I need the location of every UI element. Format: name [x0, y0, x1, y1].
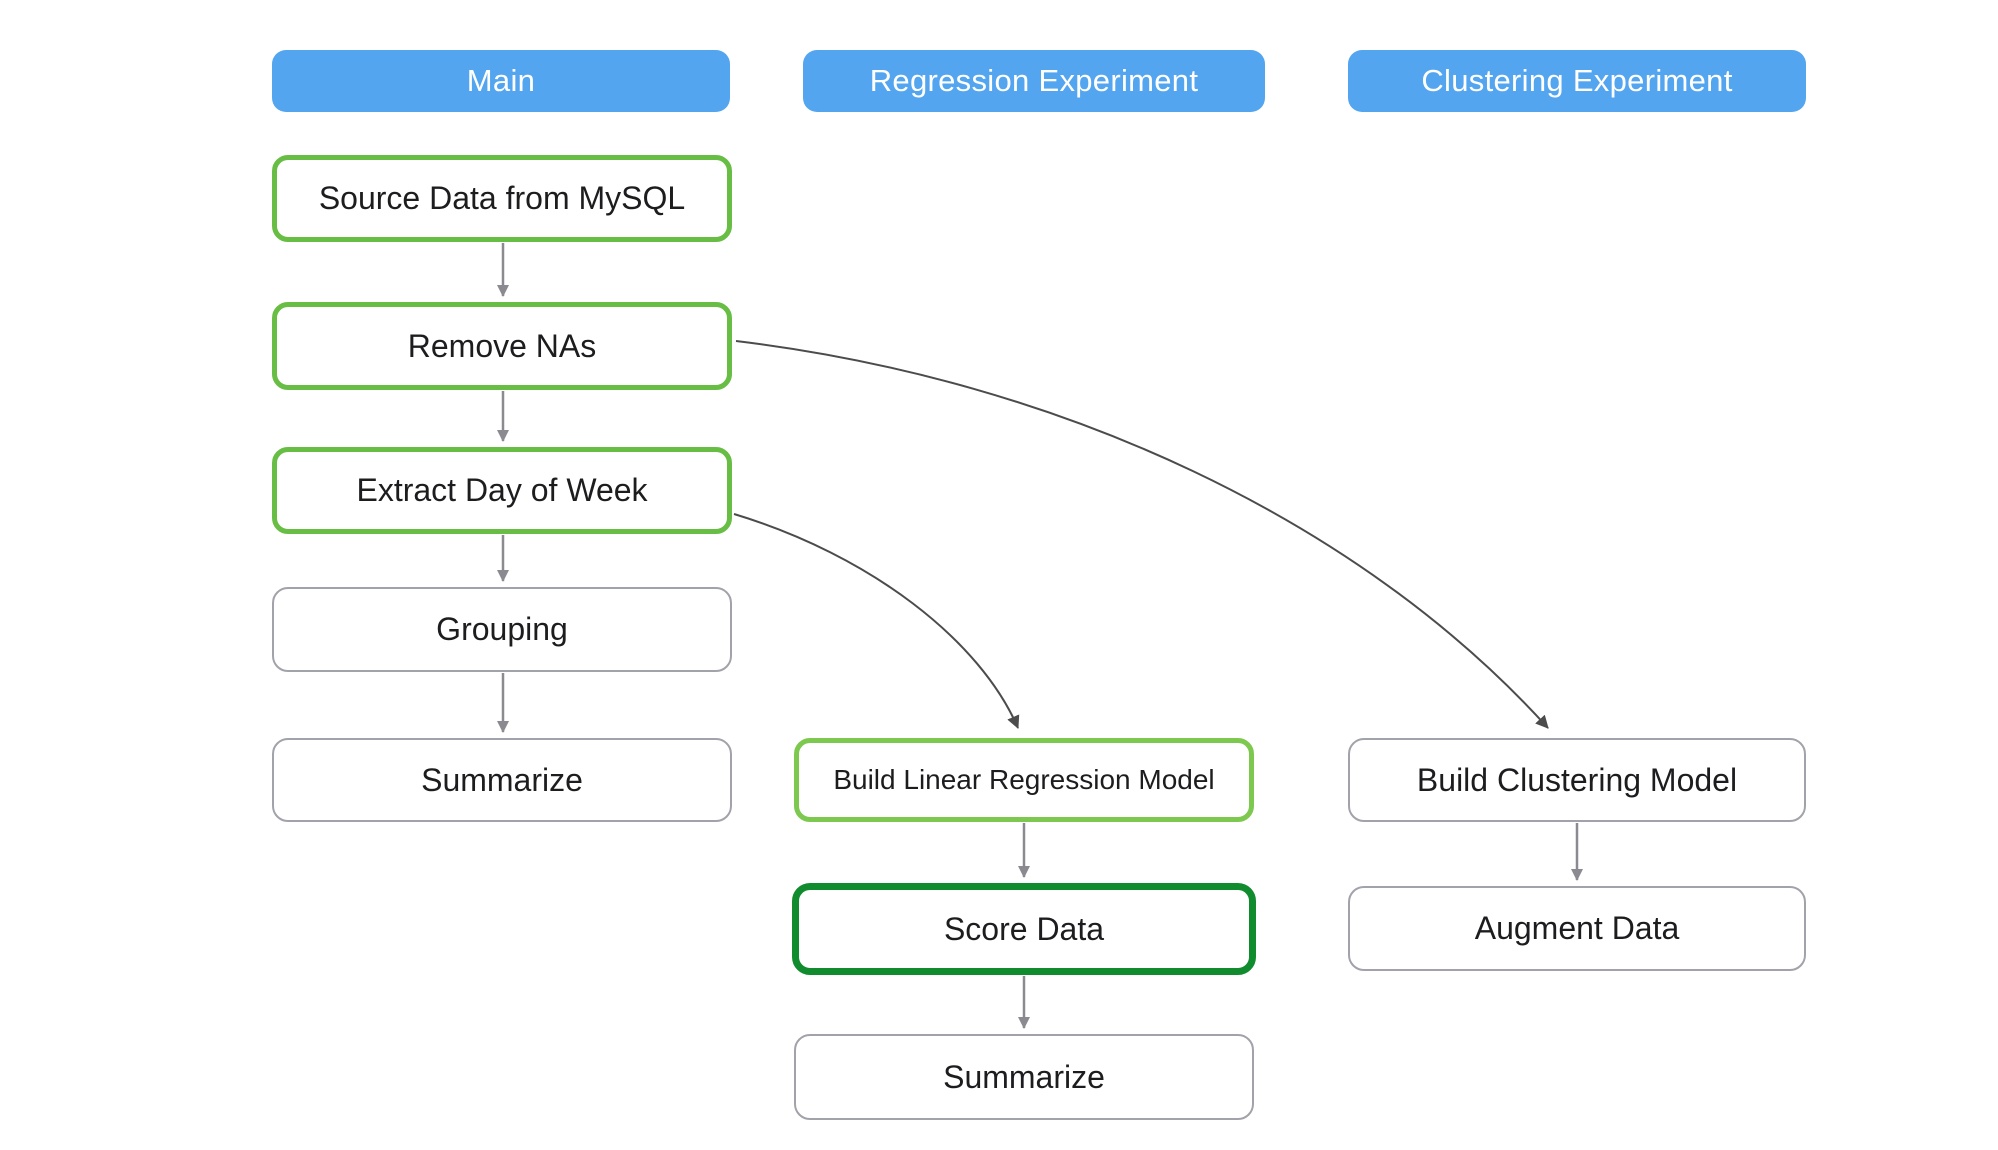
- node-build-clustering-model[interactable]: Build Clustering Model: [1348, 738, 1806, 822]
- node-augment-data[interactable]: Augment Data: [1348, 886, 1806, 971]
- node-remove-nas[interactable]: Remove NAs: [272, 302, 732, 390]
- node-score-data[interactable]: Score Data: [792, 883, 1256, 975]
- edge-extract-to-regression-model: [733, 513, 1020, 729]
- node-source-data-from-mysql[interactable]: Source Data from MySQL: [272, 155, 732, 242]
- node-extract-day-of-week[interactable]: Extract Day of Week: [272, 447, 732, 534]
- node-grouping[interactable]: Grouping: [272, 587, 732, 672]
- column-header-clustering: Clustering Experiment: [1348, 50, 1806, 112]
- column-header-main: Main: [272, 50, 730, 112]
- edge-remove-to-clustering-model: [735, 340, 1549, 729]
- column-header-regression: Regression Experiment: [803, 50, 1265, 112]
- node-summarize-regression[interactable]: Summarize: [794, 1034, 1254, 1120]
- node-build-linear-regression-model[interactable]: Build Linear Regression Model: [794, 738, 1254, 822]
- node-summarize-main[interactable]: Summarize: [272, 738, 732, 822]
